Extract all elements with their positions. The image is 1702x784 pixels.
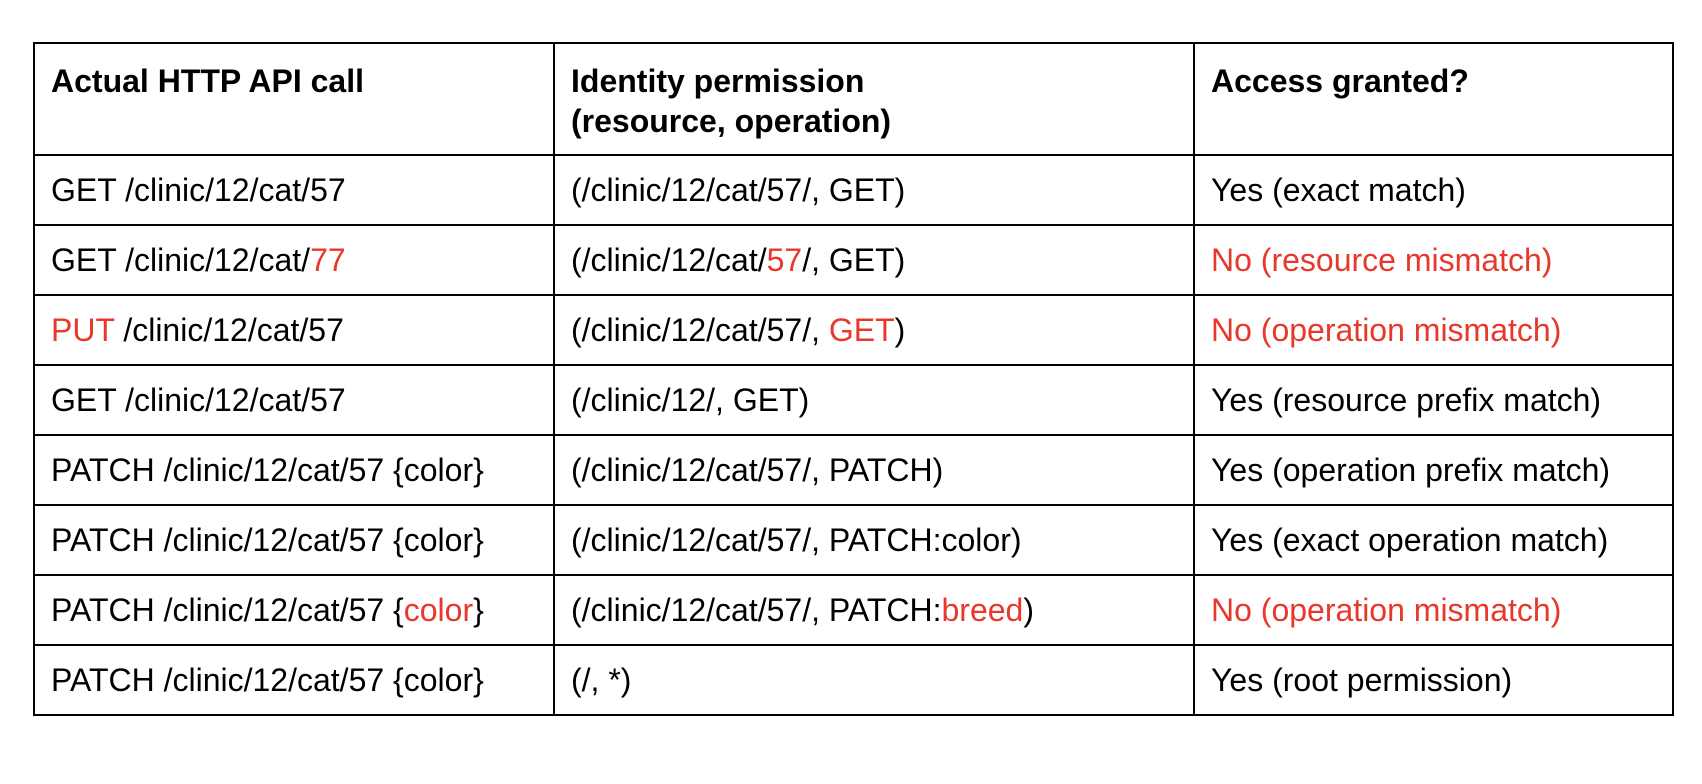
cell-text: PATCH /clinic/12/cat/57 {color} bbox=[51, 662, 484, 698]
cell-text: /clinic/12/cat/57 bbox=[114, 312, 344, 348]
api-call-cell: GET /clinic/12/cat/57 bbox=[33, 364, 555, 436]
access-granted-cell: Yes (root permission) bbox=[1193, 644, 1674, 716]
cell-text: (/clinic/12/cat/ bbox=[571, 242, 767, 278]
table-row: PATCH /clinic/12/cat/57 {color}(/clinic/… bbox=[33, 574, 1674, 646]
permission-cell: (/clinic/12/cat/57/, GET) bbox=[553, 224, 1195, 296]
cell-text: (/clinic/12/cat/57/, bbox=[571, 312, 829, 348]
access-granted-text: Yes (exact match) bbox=[1211, 172, 1466, 208]
access-granted-cell: No (operation mismatch) bbox=[1193, 294, 1674, 366]
cell-text: ) bbox=[1023, 592, 1034, 628]
table-row: PUT /clinic/12/cat/57(/clinic/12/cat/57/… bbox=[33, 294, 1674, 366]
api-call-cell: GET /clinic/12/cat/57 bbox=[33, 154, 555, 226]
permission-cell: (/clinic/12/cat/57/, PATCH:breed) bbox=[553, 574, 1195, 646]
cell-text: (/clinic/12/cat/57/, GET) bbox=[571, 172, 906, 208]
access-granted-text: Yes (exact operation match) bbox=[1211, 522, 1609, 558]
permissions-table: Actual HTTP API call Identity permission (… bbox=[33, 42, 1674, 716]
api-call-cell: PUT /clinic/12/cat/57 bbox=[33, 294, 555, 366]
highlighted-text: 77 bbox=[310, 242, 346, 278]
header-identity-permission: Identity permission (resource, operation) bbox=[553, 42, 1195, 156]
cell-text: ) bbox=[894, 312, 906, 348]
highlighted-text: color bbox=[403, 592, 474, 628]
permission-cell: (/clinic/12/cat/57/, GET) bbox=[553, 294, 1195, 366]
table-row: GET /clinic/12/cat/77(/clinic/12/cat/57/… bbox=[33, 224, 1674, 296]
permission-cell: (/clinic/12/cat/57/, GET) bbox=[553, 154, 1195, 226]
cell-text: PATCH /clinic/12/cat/57 { bbox=[51, 592, 404, 628]
api-call-cell: PATCH /clinic/12/cat/57 {color} bbox=[33, 644, 555, 716]
cell-text: /, GET) bbox=[802, 242, 906, 278]
api-call-cell: GET /clinic/12/cat/77 bbox=[33, 224, 555, 296]
cell-text: (/clinic/12/cat/57/, PATCH) bbox=[571, 452, 944, 488]
header-api-call: Actual HTTP API call bbox=[33, 42, 555, 156]
api-call-cell: PATCH /clinic/12/cat/57 {color} bbox=[33, 504, 555, 576]
table-body: GET /clinic/12/cat/57(/clinic/12/cat/57/… bbox=[33, 154, 1674, 716]
access-granted-cell: Yes (operation prefix match) bbox=[1193, 434, 1674, 506]
cell-text: GET /clinic/12/cat/ bbox=[51, 242, 311, 278]
permission-cell: (/clinic/12/cat/57/, PATCH:color) bbox=[553, 504, 1195, 576]
access-granted-cell: Yes (resource prefix match) bbox=[1193, 364, 1674, 436]
api-call-cell: PATCH /clinic/12/cat/57 {color} bbox=[33, 434, 555, 506]
cell-text: (/, *) bbox=[571, 662, 632, 698]
table-row: PATCH /clinic/12/cat/57 {color} (/clinic/… bbox=[33, 504, 1674, 576]
highlighted-text: GET bbox=[828, 312, 895, 348]
cell-text: (/clinic/12/cat/57/, PATCH: bbox=[571, 592, 942, 628]
table-row: PATCH /clinic/12/cat/57 {color} (/clinic/… bbox=[33, 434, 1674, 506]
header-line: (resource, operation) bbox=[571, 103, 892, 139]
access-granted-text: Yes (resource prefix match) bbox=[1211, 382, 1602, 418]
header-row: Actual HTTP API call Identity permission (… bbox=[33, 42, 1674, 156]
access-denied-text: No (operation mismatch) bbox=[1211, 592, 1562, 628]
access-granted-text: Yes (root permission) bbox=[1211, 662, 1513, 698]
access-granted-cell: Yes (exact match) bbox=[1193, 154, 1674, 226]
highlighted-text: breed bbox=[941, 592, 1024, 628]
permission-cell: (/, *) bbox=[553, 644, 1195, 716]
cell-text: } bbox=[473, 592, 484, 628]
permission-cell: (/clinic/12/, GET) bbox=[553, 364, 1195, 436]
cell-text: GET /clinic/12/cat/57 bbox=[51, 382, 346, 418]
header-access-granted: Access granted? bbox=[1193, 42, 1674, 156]
api-call-cell: PATCH /clinic/12/cat/57 {color} bbox=[33, 574, 555, 646]
header-line: Actual HTTP API call bbox=[51, 63, 364, 99]
cell-text: (/clinic/12/, GET) bbox=[571, 382, 810, 418]
table-header: Actual HTTP API call Identity permission (… bbox=[33, 42, 1674, 156]
permission-cell: (/clinic/12/cat/57/, PATCH) bbox=[553, 434, 1195, 506]
access-denied-text: No (operation mismatch) bbox=[1211, 312, 1562, 348]
cell-text: PATCH /clinic/12/cat/57 {color} bbox=[51, 522, 484, 558]
header-line: Access granted? bbox=[1211, 63, 1469, 99]
cell-text: (/clinic/12/cat/57/, PATCH:color) bbox=[571, 522, 1022, 558]
header-line: Identity permission bbox=[571, 63, 865, 99]
table-row: GET /clinic/12/cat/57 (/clinic/12/cat/57/… bbox=[33, 154, 1674, 226]
access-granted-cell: No (resource mismatch) bbox=[1193, 224, 1674, 296]
highlighted-text: 57 bbox=[766, 242, 803, 278]
highlighted-text: PUT bbox=[51, 312, 115, 348]
access-granted-cell: No (operation mismatch) bbox=[1193, 574, 1674, 646]
cell-text: GET /clinic/12/cat/57 bbox=[51, 172, 346, 208]
access-denied-text: No (resource mismatch) bbox=[1211, 242, 1553, 278]
access-granted-cell: Yes (exact operation match) bbox=[1193, 504, 1674, 576]
access-granted-text: Yes (operation prefix match) bbox=[1211, 452, 1611, 488]
cell-text: PATCH /clinic/12/cat/57 {color} bbox=[51, 452, 484, 488]
table-row: PATCH /clinic/12/cat/57 {color} (/, *) Yes… bbox=[33, 644, 1674, 716]
table-row: GET /clinic/12/cat/57 (/clinic/12/, GET) Y… bbox=[33, 364, 1674, 436]
